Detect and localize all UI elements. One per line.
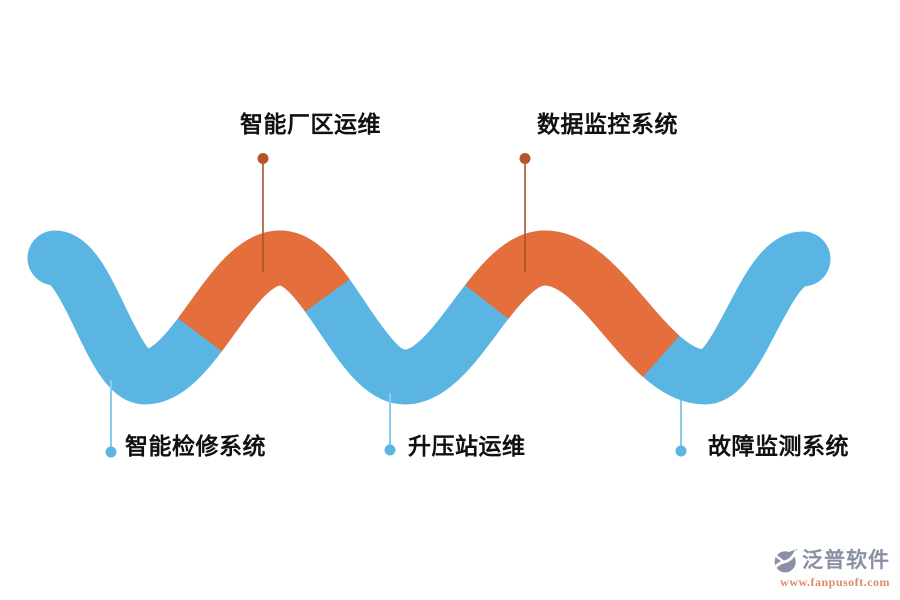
- callout-dot-smart-maintenance: [105, 446, 117, 458]
- label-data-monitoring: 数据监控系统: [537, 111, 678, 137]
- callout-dot-booster-station: [384, 444, 396, 456]
- brand-watermark: 泛普软件 www.fanpusoft.com: [773, 548, 890, 590]
- brand-url: www.fanpusoft.com: [780, 575, 890, 589]
- label-booster-station: 升压站运维: [408, 433, 526, 459]
- wave-ribbon-blue: [27, 230, 831, 405]
- brand-name: 泛普软件: [802, 549, 890, 573]
- callout-dot-data-monitoring: [519, 153, 531, 164]
- label-smart-plant-ops: 智能厂区运维: [240, 111, 381, 137]
- label-smart-maintenance: 智能检修系统: [125, 433, 266, 459]
- label-fault-monitoring: 故障监测系统: [708, 433, 849, 459]
- callout-dot-smart-plant-ops: [257, 153, 269, 164]
- callout-dot-fault-monitoring: [675, 445, 687, 457]
- fanpu-logo-icon: [773, 548, 798, 573]
